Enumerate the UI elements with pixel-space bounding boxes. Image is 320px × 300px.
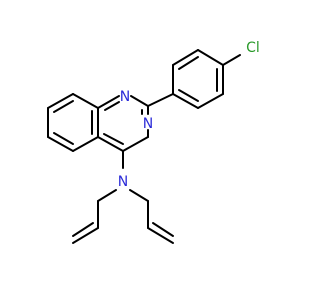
atom-cl: Cl — [246, 40, 260, 56]
molecule-canvas: N N N Cl — [47, 40, 260, 244]
allyl-left — [72, 189, 117, 244]
aryl-bond — [147, 93, 174, 107]
benzo-ring — [47, 93, 99, 152]
chloro-bond — [222, 54, 241, 66]
atom-n3: N — [143, 116, 153, 132]
pyrimidine-ring — [97, 95, 149, 152]
chlorophenyl-ring — [172, 49, 224, 109]
structure-drawing: N N N Cl — [47, 40, 260, 244]
atom-n1: N — [120, 89, 130, 105]
atom-n-amine: N — [118, 174, 128, 190]
allyl-right — [129, 189, 174, 244]
